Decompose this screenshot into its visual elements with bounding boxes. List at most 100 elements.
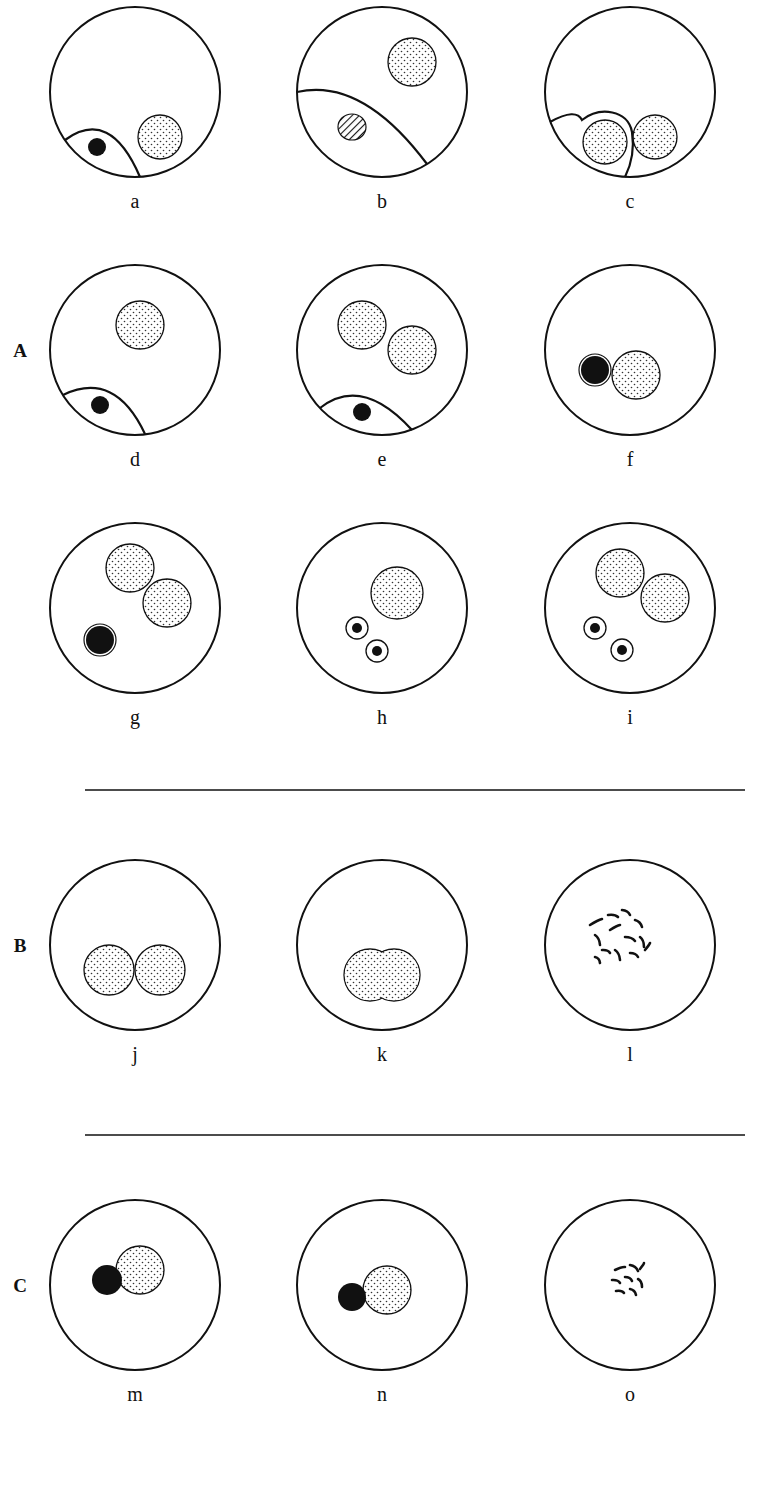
chromosome [625,1277,632,1281]
pronucleus [143,579,191,627]
black-body [88,138,106,156]
small-dot [617,645,627,655]
cell-outline [545,1200,715,1370]
cell-outline [297,265,467,435]
chromosome [630,1289,636,1295]
cell-outline [545,7,715,177]
panel-letter: k [377,1044,387,1064]
pronucleus [612,351,660,399]
cell [545,265,715,435]
black-body [353,403,371,421]
cell [297,7,467,177]
cell-outline [545,860,715,1030]
pronucleus [84,945,134,995]
panel-letter: l [627,1044,633,1064]
cell [297,860,467,1030]
hatched-body [338,114,366,140]
small-dot [372,646,382,656]
group-label: A [13,341,27,360]
divider-line [85,789,745,791]
chromosome [638,1279,642,1287]
pronucleus [641,574,689,622]
black-body [338,1283,366,1311]
membrane-arc [320,396,412,430]
small-ring [346,617,368,639]
panel-letter: n [377,1384,387,1404]
pronucleus [363,1266,411,1314]
black-body [92,1265,122,1295]
cell [297,523,467,693]
pronucleus [116,1246,164,1294]
cell [50,523,220,693]
small-dot [352,623,362,633]
pronucleus [633,115,677,159]
panel-letter: e [378,449,387,469]
panel-letter: h [377,707,387,727]
pronucleus [388,326,436,374]
cell [545,7,715,177]
pronucleus [583,120,627,164]
chromosome [615,1267,625,1270]
panel-letter: f [627,449,634,469]
cell-outline [50,7,220,177]
chromosome [640,937,644,947]
membrane-arc [550,112,633,177]
pronucleus [106,544,154,592]
cell [297,265,467,435]
small-ring [584,617,606,639]
cell-outline [545,523,715,693]
pronucleus [596,549,644,597]
membrane-arc [297,90,427,164]
chromosome [590,919,602,925]
chromosome [612,1280,620,1283]
pronucleus [116,301,164,349]
chromosome [595,935,600,945]
group-label: B [14,936,27,955]
panel-letter: g [130,707,140,727]
body-ring [579,354,611,386]
pronucleus [371,567,423,619]
panel-letter: i [627,707,633,727]
cell-outline [50,860,220,1030]
pronucleus [388,38,436,86]
pronucleus [369,950,419,1000]
black-body [581,356,609,384]
membrane-arc [63,388,145,434]
chromosome [610,925,620,930]
cell-outline [50,265,220,435]
panel-letter: c [626,191,635,211]
panel-letter: d [130,449,140,469]
pronucleus [338,301,386,349]
chromosome [635,920,642,927]
small-ring [611,639,633,661]
cell-outline [297,1200,467,1370]
black-body [91,396,109,414]
chromosome [625,937,635,941]
cell [50,265,220,435]
chromosome [608,915,618,917]
chromosome [615,950,620,960]
cell [50,7,220,177]
panel-letter: a [131,191,140,211]
chromosome [622,910,630,915]
panel-letter: j [132,1044,138,1064]
group-label: C [13,1276,27,1295]
pronucleus [138,115,182,159]
cell-outline [297,7,467,177]
panel-letter: m [127,1384,143,1404]
cell-outline [545,265,715,435]
cell [545,523,715,693]
panel-letter: o [625,1384,635,1404]
black-body [86,626,114,654]
chromosome [616,1291,624,1293]
cell [50,1200,220,1370]
chromosome [640,1263,644,1269]
pronucleus [135,945,185,995]
chromosome [595,957,600,963]
cell-outline [50,523,220,693]
cell [545,860,715,1030]
cell-outline [297,860,467,1030]
chromosome [630,1265,638,1271]
